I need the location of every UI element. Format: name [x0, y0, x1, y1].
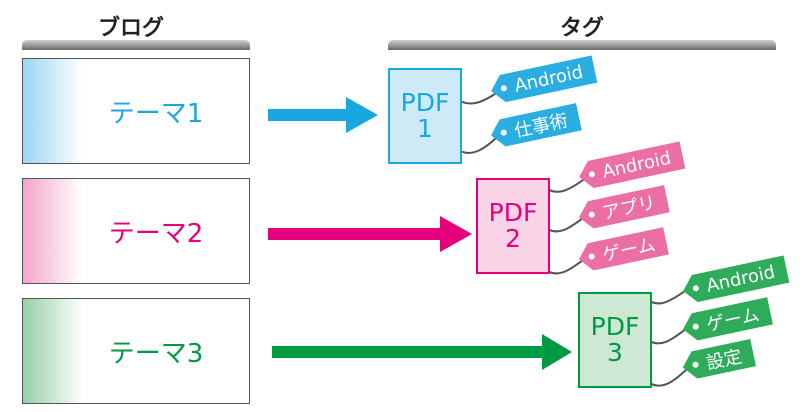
theme-box-1: テーマ1	[22, 58, 250, 164]
arrow-3	[272, 334, 572, 370]
theme-label-3: テーマ3	[108, 338, 204, 369]
pdf-box-2: PDF 2	[476, 178, 550, 274]
pdf-1-number: 1	[417, 114, 433, 143]
pdf-1-label: PDF	[400, 87, 450, 117]
blog-header: ブログ	[98, 16, 165, 41]
pdf-3-label: PDF	[590, 311, 640, 341]
tag-header-bar	[388, 40, 776, 50]
pdf-2-label: PDF	[488, 197, 538, 227]
pdf-box-3: PDF 3	[578, 292, 652, 388]
blog-header-bar	[22, 40, 250, 50]
theme-label-1: テーマ1	[108, 98, 204, 129]
tag-header: タグ	[560, 16, 605, 41]
theme-box-2: テーマ2	[22, 178, 250, 284]
arrow-2	[268, 216, 472, 252]
pdf-2-number: 2	[505, 224, 521, 253]
arrow-1	[268, 97, 378, 133]
pdf-box-1: PDF 1	[388, 68, 462, 164]
theme-box-3: テーマ3	[22, 298, 250, 404]
pdf-3-number: 3	[607, 338, 623, 367]
theme-label-2: テーマ2	[108, 218, 204, 249]
